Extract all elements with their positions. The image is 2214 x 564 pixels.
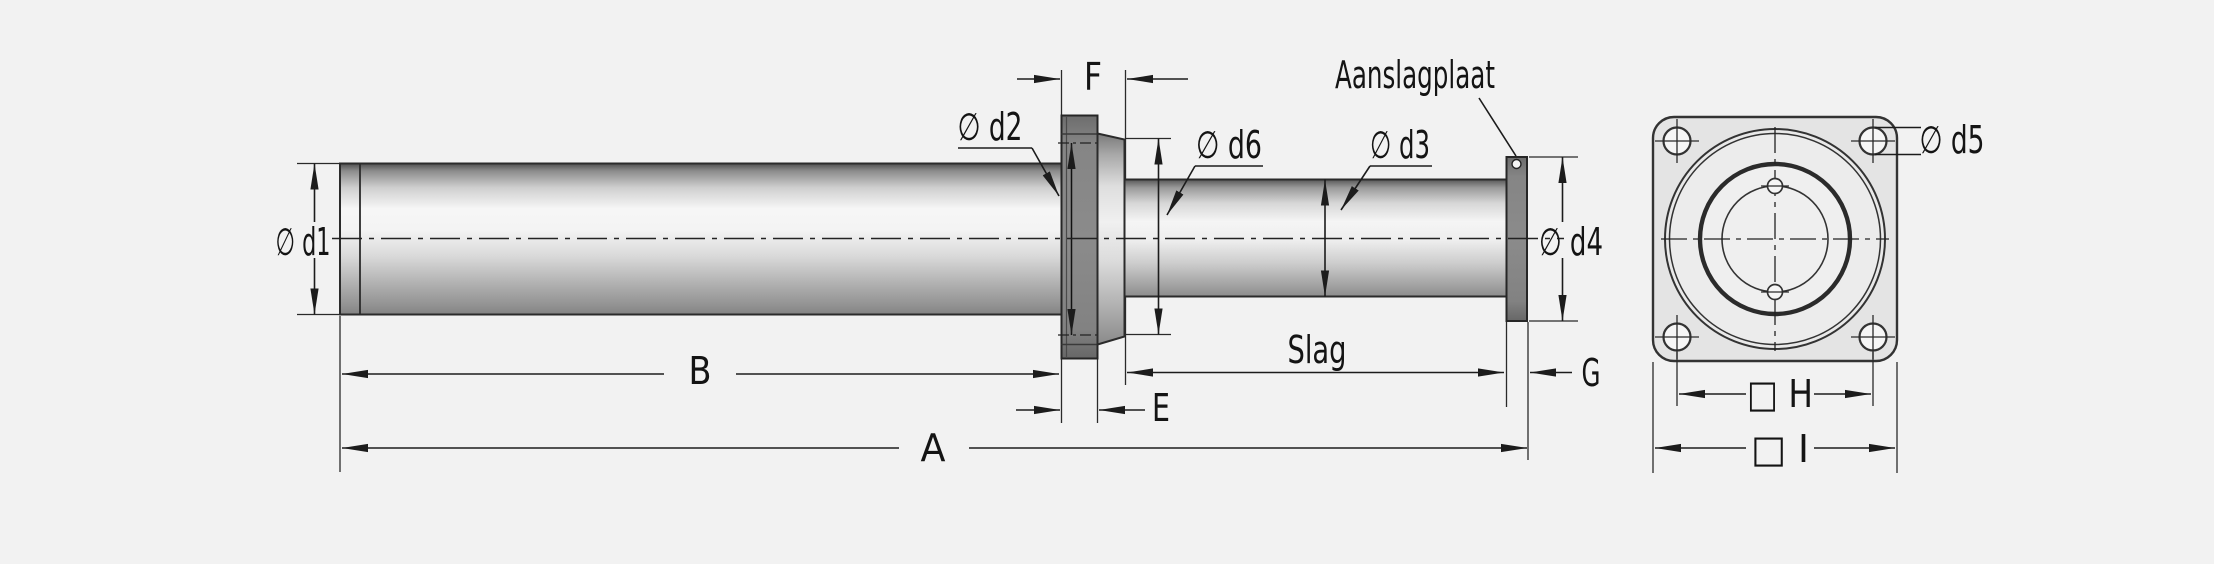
mounting-holes <box>1655 119 1895 359</box>
label-d6: ∅ d6 <box>1196 123 1262 167</box>
label-d4: ∅ d4 <box>1539 220 1603 264</box>
label-H: □ H <box>1747 372 1813 416</box>
leader-line <box>1166 165 1196 216</box>
leader-line <box>1478 97 1517 157</box>
dim-G: G <box>1530 351 1601 395</box>
dim-I: □ I <box>1652 362 1898 473</box>
leader-line <box>1031 147 1060 197</box>
stop-plate-hole <box>1511 158 1522 170</box>
dim-A: A <box>342 426 1527 470</box>
label-E: E <box>1152 386 1170 430</box>
front-view: ∅ d5 □ H □ I <box>1651 115 1985 473</box>
dim-d3: ∅ d3 <box>1320 123 1432 297</box>
label-slag: Slag <box>1288 328 1347 372</box>
label-I: □ I <box>1751 427 1809 471</box>
label-B: B <box>689 349 712 393</box>
dim-E: E <box>1016 386 1170 430</box>
label-d3: ∅ d3 <box>1370 123 1430 167</box>
side-view: ∅ d1 B A F E Slag <box>276 53 1603 472</box>
dim-slag: Slag <box>1127 328 1504 377</box>
dim-H: □ H <box>1676 352 1874 416</box>
label-F: F <box>1084 55 1102 99</box>
callout-aanslagplaat: Aanslagplaat <box>1335 53 1517 157</box>
label-d1: ∅ d1 <box>276 220 331 264</box>
rod-end-holes <box>1761 177 1789 301</box>
dim-d1: ∅ d1 <box>276 162 343 316</box>
label-aanslagplaat: Aanslagplaat <box>1335 53 1495 97</box>
dim-d6: ∅ d6 <box>1126 123 1263 336</box>
dim-F: F <box>1017 55 1188 99</box>
label-A: A <box>921 426 946 470</box>
dim-d2: ∅ d2 <box>958 105 1060 197</box>
label-G: G <box>1582 351 1601 395</box>
dim-d5: ∅ d5 <box>1875 118 1985 162</box>
dim-B: B <box>342 349 1059 393</box>
dim-d4: ∅ d4 <box>1529 156 1603 322</box>
label-d5: ∅ d5 <box>1920 118 1985 162</box>
guide-collar <box>1096 132 1126 346</box>
label-d2: ∅ d2 <box>958 105 1023 149</box>
leader-line <box>1340 165 1371 211</box>
